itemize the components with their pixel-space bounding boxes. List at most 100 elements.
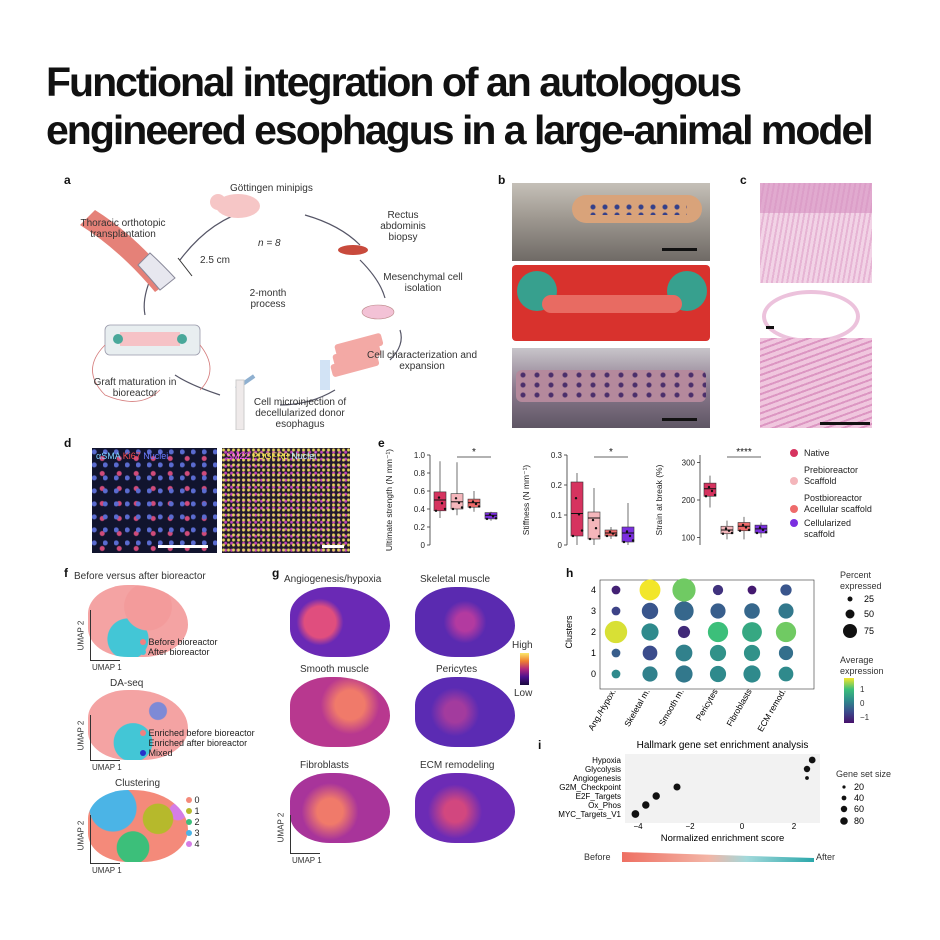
photo-bioreactor: [512, 265, 710, 341]
dot-cluster0-skeletalm: [642, 666, 658, 682]
dot-cluster0-fibroblasts: [743, 665, 761, 683]
umap-ecm: [415, 773, 515, 843]
size-legend-label-50: 50: [864, 609, 874, 619]
i-before: Before: [584, 852, 611, 862]
y-axis-label: Strain at break (%): [654, 464, 664, 535]
sig-label: *: [472, 447, 476, 458]
panel-g-letter: g: [272, 566, 280, 580]
i-dot-g2m_checkpoint: [673, 783, 681, 791]
paper-title: Functional integration of an autologous …: [46, 58, 906, 154]
transplant-graft-icon: [80, 210, 193, 292]
photo-graft-top: [512, 183, 710, 261]
i-xtick: −4: [633, 822, 643, 831]
data-point: [468, 506, 472, 509]
data-point: [594, 527, 598, 530]
size-legend-label-25: 25: [864, 594, 874, 604]
i-size-80: 80: [854, 816, 864, 826]
stains-left: αSMA Ki67 Nuclei: [96, 451, 168, 462]
data-point: [727, 529, 731, 532]
i-xtick: −2: [685, 822, 695, 831]
stain-nuclei-2: Nuclei: [291, 451, 317, 461]
data-point: [597, 535, 601, 538]
panel-i-letter: i: [538, 738, 542, 752]
umap-clustering: [88, 790, 188, 862]
cycle-arrow-3: [359, 259, 386, 299]
i-xtick: 0: [740, 822, 745, 831]
y-tick-label: 0: [558, 541, 563, 550]
data-point: [614, 534, 618, 537]
f3-legend-3: 3: [186, 828, 200, 839]
legend-pre-heading: Prebioreactor: [804, 465, 859, 475]
stains-right: SM22 PDGFRβ Nuclei: [226, 451, 316, 462]
y-tick-label: 1.0: [414, 451, 426, 460]
cluster-label-2: 2: [591, 627, 596, 637]
step-isolation: Mesenchymal cell isolation: [383, 272, 463, 294]
cluster-label-1: 1: [591, 648, 596, 658]
h-avg-tick-1: 1: [860, 685, 865, 694]
dot-cluster3-ecmremod: [778, 603, 794, 619]
dot-cluster4-skeletalm: [639, 579, 661, 601]
i-category-label: G2M_Checkpoint: [559, 783, 622, 792]
cycle-arrow-5: [279, 389, 336, 406]
f1-title: Before versus after bioreactor: [74, 571, 206, 582]
gene-set-label: Ang./Hypox.: [586, 687, 618, 732]
y-axis-label: Stiffness (N mm⁻¹): [521, 465, 531, 536]
stain-nuclei: Nuclei: [143, 451, 169, 461]
panel-a-diagram: [80, 194, 402, 430]
dot-cluster3-anghypox: [611, 606, 621, 616]
f2-title: DA-seq: [110, 678, 144, 689]
step-transplantation: Thoracic orthotopic transplantation: [80, 218, 166, 240]
data-point: [628, 534, 632, 538]
g-title-ecm: ECM remodeling: [420, 760, 495, 771]
step-minipigs: Göttingen minipigs: [230, 183, 313, 194]
if-image-ki67: [92, 448, 217, 553]
dot-cluster1-smoothm: [675, 644, 693, 662]
photo-graft-matured: [512, 348, 710, 428]
h-size-legend: 25 50 75: [843, 594, 874, 638]
i-after: After: [816, 852, 836, 862]
cycle-arrow-4: [389, 329, 402, 361]
data-point: [577, 513, 581, 516]
panel-a-letter: a: [64, 173, 71, 187]
legend-label-scaffold: Scaffold: [804, 476, 837, 486]
i-dot-hypoxia: [808, 756, 816, 764]
h-avg-tick-m1: −1: [860, 713, 870, 722]
gsea-plot: Hallmark gene set enrichment analysisHyp…: [558, 740, 820, 844]
y-tick-label: 0.1: [551, 511, 563, 520]
step-maturation: Graft maturation in bioreactor: [93, 377, 177, 399]
i-plot-bg: [625, 754, 820, 823]
data-point: [761, 528, 765, 532]
f2-legend-after: Enriched after bioreactor: [140, 738, 255, 748]
scale-bar-c: [766, 326, 774, 329]
size-legend-label-75: 75: [864, 626, 874, 636]
y-tick-label: 0: [421, 541, 426, 550]
y-tick-label: 0.2: [551, 481, 563, 490]
cycle-arrow-2: [304, 214, 361, 246]
histology-ring: [762, 290, 860, 343]
y-tick-label: 200: [682, 496, 696, 505]
i-title: Hallmark gene set enrichment analysis: [637, 740, 809, 751]
box-cellularized-scaffold: [621, 526, 635, 543]
i-size-60: 60: [854, 804, 864, 814]
dot-cluster0-ecmremod: [778, 666, 794, 682]
dot-cluster3-pericytes: [710, 603, 726, 619]
i-dot-e2f_targets: [652, 792, 660, 800]
dot-cluster1-pericytes: [709, 644, 727, 662]
f2-umap1: UMAP 1: [92, 763, 122, 772]
umap-fibroblasts: [290, 773, 390, 843]
process-duration: 2-month process: [249, 288, 287, 310]
petri-dish-icon: [361, 304, 395, 320]
panel-d-letter: d: [64, 436, 72, 450]
step-biopsy: Rectus abdominis biopsy: [380, 210, 426, 243]
i-size-40: 40: [854, 793, 864, 803]
i-category-label: MYC_Targets_V1: [558, 810, 621, 819]
bioreactor-icon: [92, 324, 211, 402]
data-point: [713, 493, 717, 497]
data-point: [434, 509, 438, 512]
dot-cluster2-anghypox: [604, 620, 628, 644]
f1-umap2: UMAP 2: [76, 620, 86, 651]
n-count: n = 8: [258, 238, 281, 249]
umap-before-after: [88, 585, 188, 657]
legend-cellularized: Cellularized scaffold: [790, 518, 874, 540]
